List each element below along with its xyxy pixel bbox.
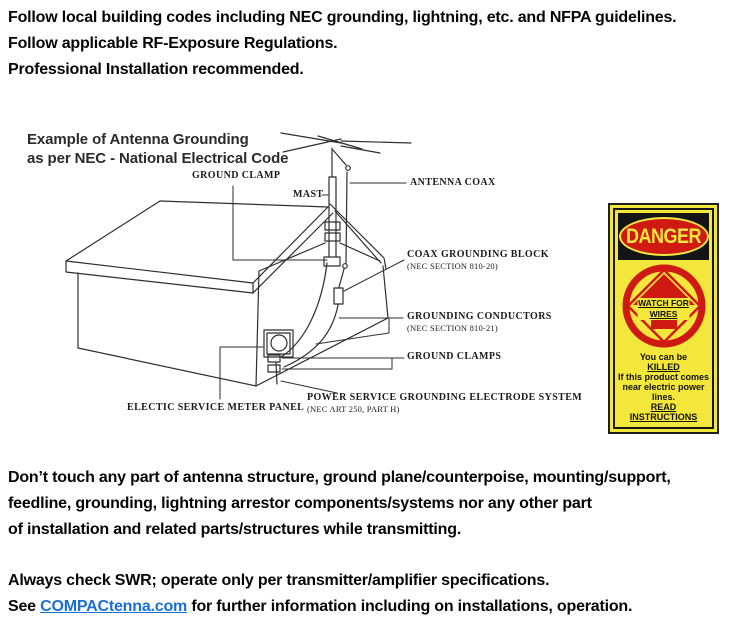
sign-line: READ — [650, 402, 677, 412]
danger-title: DANGER — [625, 223, 702, 248]
label-grounding-conductors: GROUNDING CONDUCTORS — [407, 311, 552, 322]
see-suffix: for further information including on ins… — [187, 598, 633, 615]
label-coax-grounding-block: COAX GROUNDING BLOCK — [407, 249, 549, 260]
diagram-heading-line1: Example of Antenna Grounding — [27, 131, 249, 148]
label-ground-clamp: GROUND CLAMP — [192, 170, 281, 181]
mast-lines — [323, 176, 341, 267]
danger-sign-frame: DANGER WATCH FOR WIRES You can be KILLED… — [613, 208, 714, 429]
bottom-line-3: of installation and related parts/struct… — [8, 521, 462, 538]
label-antenna-coax: ANTENNA COAX — [410, 177, 496, 188]
see-line: See COMPACtenna.com for further informat… — [8, 594, 632, 620]
coax-grounding-block-shape — [333, 287, 344, 305]
grounding-conductor — [267, 262, 328, 385]
top-line-2: Follow applicable RF-Exposure Regulation… — [8, 35, 338, 52]
swr-line: Always check SWR; operate only per trans… — [8, 572, 550, 589]
watch-for-wires-text: WATCH FOR WIRES — [637, 298, 690, 320]
compactenna-link[interactable]: COMPACtenna.com — [40, 598, 188, 615]
watch-for-wires-emblem: WATCH FOR WIRES — [616, 261, 712, 351]
house-outline — [65, 200, 389, 387]
label-coax-grounding-block-sub: (NEC SECTION 810-20) — [407, 261, 498, 271]
antenna — [280, 132, 412, 178]
bottom-line-2: feedline, grounding, lightning arrestor … — [8, 495, 592, 512]
danger-sign-text: You can be KILLED If this product comes … — [615, 352, 712, 422]
label-meter-panel: ELECTIC SERVICE METER PANEL — [127, 402, 305, 413]
label-power-service: POWER SERVICE GROUNDING ELECTRODE SYSTEM — [307, 392, 583, 403]
top-line-1: Follow local building codes including NE… — [8, 9, 677, 26]
bottom-line-1: Don’t touch any part of antenna structur… — [8, 469, 671, 486]
danger-oval: DANGER — [618, 217, 709, 256]
diagram-heading-line2: as per NEC - National Electrical Code — [27, 150, 289, 167]
diagram-heading: Example of Antenna Grounding as per NEC … — [27, 130, 288, 168]
leader-lines — [219, 182, 407, 400]
coax-cable — [283, 171, 348, 368]
sign-line: near electric power — [622, 382, 705, 392]
sign-line: lines. — [651, 392, 675, 402]
danger-header: DANGER — [618, 213, 709, 260]
label-power-service-sub: (NEC ART 250, PART H) — [307, 404, 400, 414]
sign-line: You can be — [639, 352, 688, 362]
label-ground-clamps: GROUND CLAMPS — [407, 351, 502, 362]
sign-line: If this product comes — [617, 372, 709, 382]
watch-for-line: WATCH FOR — [638, 298, 689, 308]
sign-line: INSTRUCTIONS — [629, 412, 698, 422]
danger-sign: DANGER WATCH FOR WIRES You can be KILLED… — [608, 203, 719, 434]
sign-line: KILLED — [647, 362, 680, 372]
top-line-3: Professional Installation recommended. — [8, 61, 304, 78]
see-prefix: See — [8, 598, 41, 615]
label-grounding-conductors-sub: (NEC SECTION 810-21) — [407, 323, 498, 333]
label-mast: MAST — [293, 189, 324, 200]
wires-line: WIRES — [649, 309, 678, 319]
meter-panel-shape — [263, 329, 294, 358]
